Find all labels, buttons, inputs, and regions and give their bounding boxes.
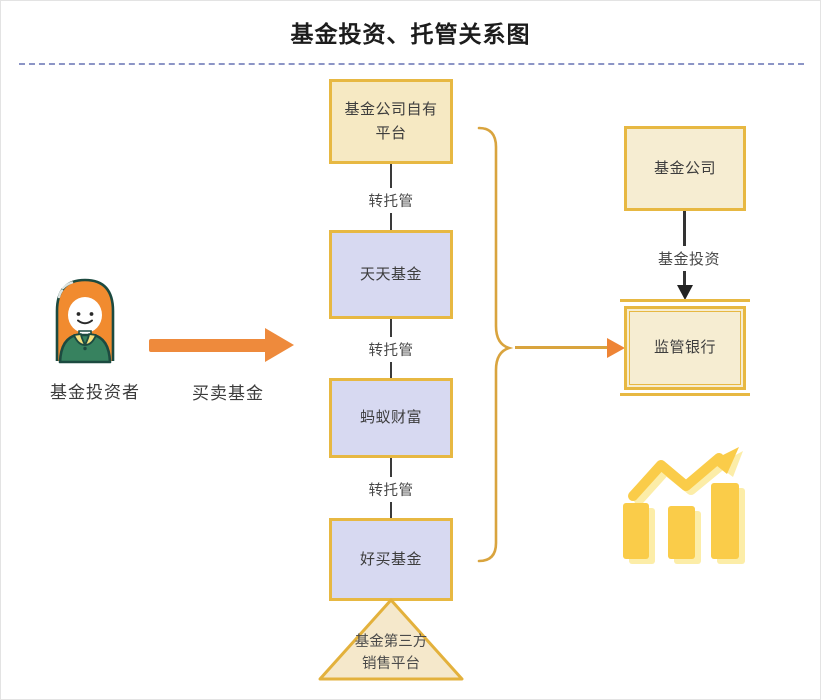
third-party-platform-triangle <box>318 598 464 681</box>
buy-sell-label: 买卖基金 <box>192 384 264 403</box>
brace-to-bank-line <box>515 346 609 349</box>
node-label: 好买基金 <box>359 550 422 568</box>
node-tiantian-fund: 天天基金 <box>329 230 453 319</box>
bar-chart-rising-icon <box>623 447 745 564</box>
person-woman-icon <box>55 278 115 364</box>
title-divider-dashed-line <box>19 63 804 65</box>
curly-brace <box>477 126 514 563</box>
node-label: 基金公司 <box>653 159 716 177</box>
investment-arrow-head <box>677 285 693 300</box>
investor-label: 基金投资者 <box>50 383 140 402</box>
transfer-custody-label-1: 转托管 <box>363 188 419 213</box>
bank-top-line <box>620 299 750 302</box>
node-fund-company: 基金公司 <box>624 126 746 211</box>
node-custodian-bank: 监管银行 <box>624 306 746 390</box>
node-label: 天天基金 <box>359 265 422 283</box>
node-label: 基金公司自有平台 <box>344 100 438 142</box>
node-ant-fortune: 蚂蚁财富 <box>329 378 453 458</box>
diagram-title: 基金投资、托管关系图 <box>290 21 531 47</box>
buy-sell-arrow-head <box>265 328 294 362</box>
bank-bottom-line <box>620 393 750 396</box>
transfer-custody-label-3: 转托管 <box>363 477 419 502</box>
third-party-platform-label: 基金第三方 销售平台 <box>354 634 428 672</box>
fund-investment-label: 基金投资 <box>651 246 727 271</box>
brace-to-bank-arrow-head <box>607 338 625 358</box>
node-label: 监管银行 <box>653 339 716 356</box>
node-label: 蚂蚁财富 <box>359 409 422 426</box>
transfer-custody-label-2: 转托管 <box>363 337 419 362</box>
buy-sell-arrow-shaft <box>149 339 267 352</box>
node-haomai-fund: 好买基金 <box>329 518 453 601</box>
node-fund-company-platform: 基金公司自有平台 <box>329 79 453 164</box>
